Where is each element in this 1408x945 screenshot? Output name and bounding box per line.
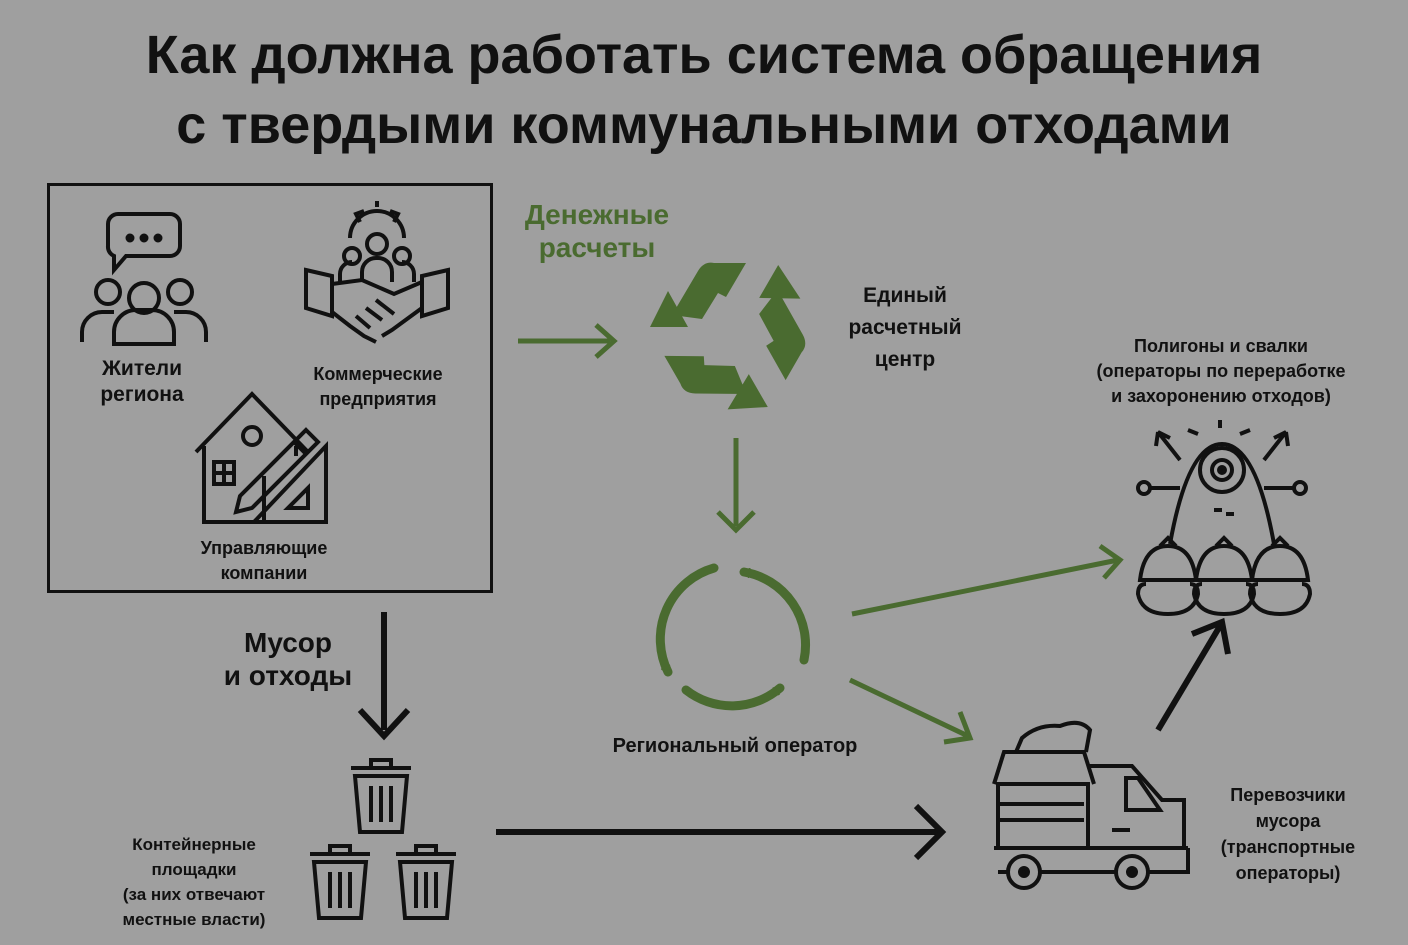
landfills-label-line-2: (операторы по переработке <box>1096 361 1346 381</box>
page-title-line-2: с твердыми коммунальными отходами <box>176 95 1232 155</box>
residents-label-line-2: региона <box>100 383 184 406</box>
operator-to-carrier-arrow <box>848 677 974 745</box>
management-label-line-1: Управляющие <box>200 538 328 558</box>
containers-to-carrier-arrow <box>496 803 947 861</box>
garbage-monster-icon <box>1135 420 1313 617</box>
recycle-icon <box>650 262 806 410</box>
residents-label-line-1: Жители <box>101 357 183 380</box>
carriers-label-line-2: мусора <box>1255 811 1321 831</box>
businesses-label-line-1: Коммерческие <box>313 364 443 384</box>
regional-operator-label: Региональный оператор <box>612 735 858 757</box>
payments-label-line-1: Денежные <box>524 199 670 230</box>
containers-label-line-2: площадки <box>151 860 237 879</box>
stakeholders-box <box>47 183 493 593</box>
page-title-line-1: Как должна работать система обращения <box>145 25 1263 85</box>
payments-arrow <box>518 323 618 359</box>
settlement-center-label-line-2: расчетный <box>848 316 962 339</box>
businesses-label-line-2: предприятия <box>319 389 437 409</box>
trash-bin-icon <box>310 758 456 920</box>
waste-down-arrow <box>357 612 411 741</box>
settlement-center-label-line-1: Единый <box>863 284 947 307</box>
carriers-label-line-1: Перевозчики <box>1230 785 1346 805</box>
garbage-truck-icon <box>992 720 1190 890</box>
waste-flow-label-line-1: Мусор <box>244 627 332 658</box>
payments-label: Денежные расчеты <box>490 198 704 264</box>
landfills-label-line-1: Полигоны и свалки <box>1134 336 1308 356</box>
residents-label: Жители региона <box>70 356 214 408</box>
waste-flow-label-line-2: и отходы <box>223 660 353 691</box>
containers-label-line-1: Контейнерные <box>132 835 256 854</box>
containers-label-line-4: местные власти) <box>122 910 266 929</box>
carriers-label: Перевозчики мусора (транспортные операто… <box>1200 782 1376 886</box>
residents-icon <box>80 212 208 346</box>
house-icon <box>194 391 328 524</box>
waste-flow-label: Мусор и отходы <box>198 626 378 692</box>
containers-label: Контейнерные площадки (за них отвечают м… <box>96 832 292 932</box>
carriers-label-line-4: операторы) <box>1235 863 1341 883</box>
management-label-line-2: компании <box>220 563 308 583</box>
cycle-icon <box>655 563 811 711</box>
center-to-operator-arrow <box>716 438 756 534</box>
businesses-label: Коммерческие предприятия <box>290 362 466 412</box>
containers-label-line-3: (за них отвечают <box>122 885 266 904</box>
management-label: Управляющие компании <box>180 536 348 586</box>
operator-to-landfill-arrow <box>851 543 1124 617</box>
settlement-center-label-line-3: центр <box>874 348 936 371</box>
handshake-icon <box>304 201 450 344</box>
payments-label-line-2: расчеты <box>538 232 656 263</box>
landfills-label-line-3: и захоронению отходов) <box>1111 386 1331 406</box>
landfills-label: Полигоны и свалки (операторы по перерабо… <box>1068 334 1374 409</box>
carrier-to-landfill-arrow <box>1155 617 1231 732</box>
settlement-center-label: Единый расчетный центр <box>820 280 990 376</box>
carriers-label-line-3: (транспортные <box>1220 837 1356 857</box>
